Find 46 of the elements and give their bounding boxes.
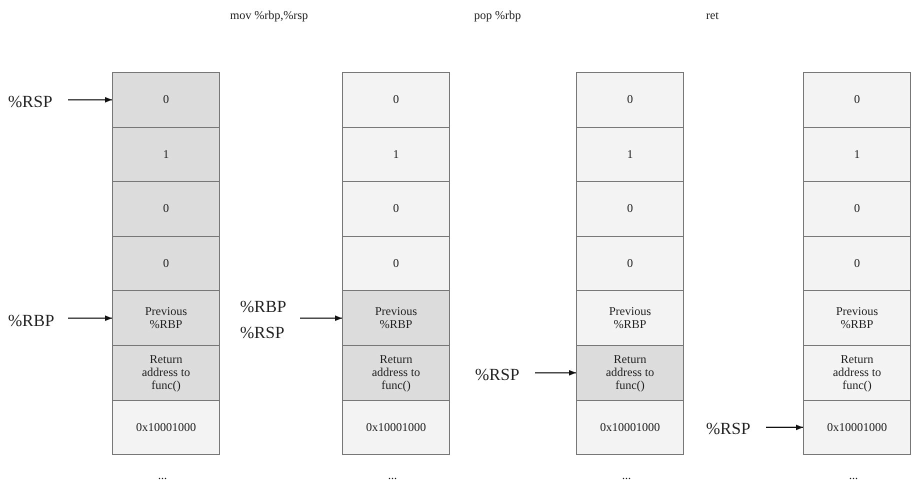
stack-cell: Return address to func() <box>576 345 684 401</box>
stack-cell: 0x10001000 <box>803 400 911 456</box>
stack-cell: 0 <box>576 236 684 292</box>
stack-cell: 0 <box>112 72 220 128</box>
stack-cell: 0x10001000 <box>342 400 450 456</box>
stack-cell: 0 <box>803 236 911 292</box>
stack-cell: 0 <box>803 181 911 237</box>
pointer-arrow <box>68 97 112 103</box>
stack-cell: Previous %RBP <box>342 290 450 346</box>
register-name: %RSP <box>240 322 284 344</box>
stack-cell: 0 <box>342 236 450 292</box>
stack-cell: 0 <box>112 236 220 292</box>
stack-cell: Return address to func() <box>342 345 450 401</box>
stack-cell: 1 <box>803 126 911 182</box>
stack-cell: 0 <box>112 181 220 237</box>
stack-cell: 0x10001000 <box>576 400 684 456</box>
pointer-arrow <box>535 370 576 376</box>
pointer-arrow <box>300 315 342 321</box>
stack-cell: 0 <box>576 72 684 128</box>
instruction-label: pop %rbp <box>474 8 521 23</box>
stack-cell: Previous %RBP <box>112 290 220 346</box>
register-name: %RSP <box>706 418 750 440</box>
stack-cell: 0 <box>576 181 684 237</box>
stack-cell: 0 <box>803 72 911 128</box>
stack-cell: Previous %RBP <box>576 290 684 346</box>
stack-cell: 0x10001000 <box>112 400 220 456</box>
instruction-label: mov %rbp,%rsp <box>230 8 308 23</box>
ellipsis: ... <box>622 468 631 483</box>
instruction-label: ret <box>706 8 719 23</box>
stack-cell: 1 <box>112 126 220 182</box>
stack-cell: Previous %RBP <box>803 290 911 346</box>
register-name: %RBP <box>8 310 54 332</box>
stack-cell: 1 <box>576 126 684 182</box>
ellipsis: ... <box>849 468 858 483</box>
stack-cell: Return address to func() <box>112 345 220 401</box>
stack-cell: 1 <box>342 126 450 182</box>
ellipsis: ... <box>158 468 167 483</box>
pointer-arrow <box>766 424 803 430</box>
pointer-arrow <box>68 315 112 321</box>
stack-cell: 0 <box>342 72 450 128</box>
register-name: %RBP <box>240 296 286 318</box>
ellipsis: ... <box>388 468 397 483</box>
stack-cell: 0 <box>342 181 450 237</box>
stack-cell: Return address to func() <box>803 345 911 401</box>
register-name: %RSP <box>475 364 520 386</box>
register-name: %RSP <box>8 90 52 113</box>
